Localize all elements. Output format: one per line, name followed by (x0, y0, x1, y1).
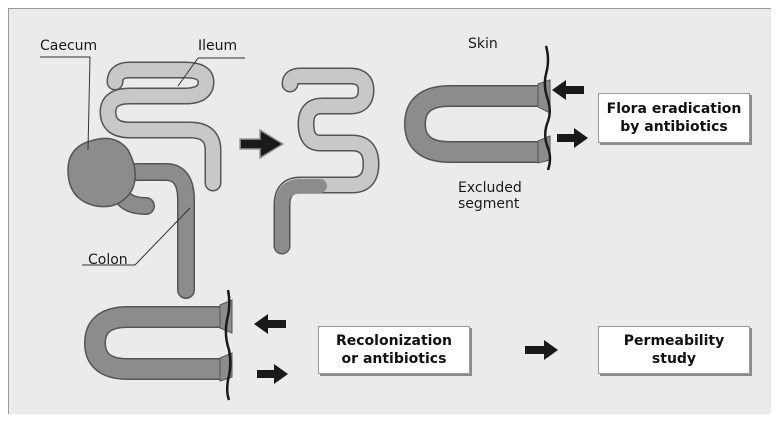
label-colon: Colon (88, 252, 128, 268)
box-recolonization: Recolonization or antibiotics (318, 326, 470, 374)
arrow-in-top (552, 80, 584, 100)
arrow-out-top (557, 128, 588, 148)
arrow-to-permeability (525, 340, 558, 360)
intestine-caecum (68, 138, 135, 206)
label-skin: Skin (468, 36, 498, 52)
excluded-segment (415, 80, 550, 163)
transected-ileum (282, 76, 371, 246)
transition-arrow (240, 130, 283, 158)
bottom-segment (95, 300, 232, 381)
label-ileum: Ileum (198, 38, 237, 54)
box-flora-eradication: Flora eradication by antibiotics (598, 93, 750, 143)
arrow-in-bottom (254, 314, 286, 334)
box-permeability-study: Permeability study (598, 326, 750, 374)
label-caecum: Caecum (40, 38, 97, 54)
arrow-out-bottom (257, 364, 288, 384)
label-excluded-segment: Excluded segment (458, 180, 522, 212)
